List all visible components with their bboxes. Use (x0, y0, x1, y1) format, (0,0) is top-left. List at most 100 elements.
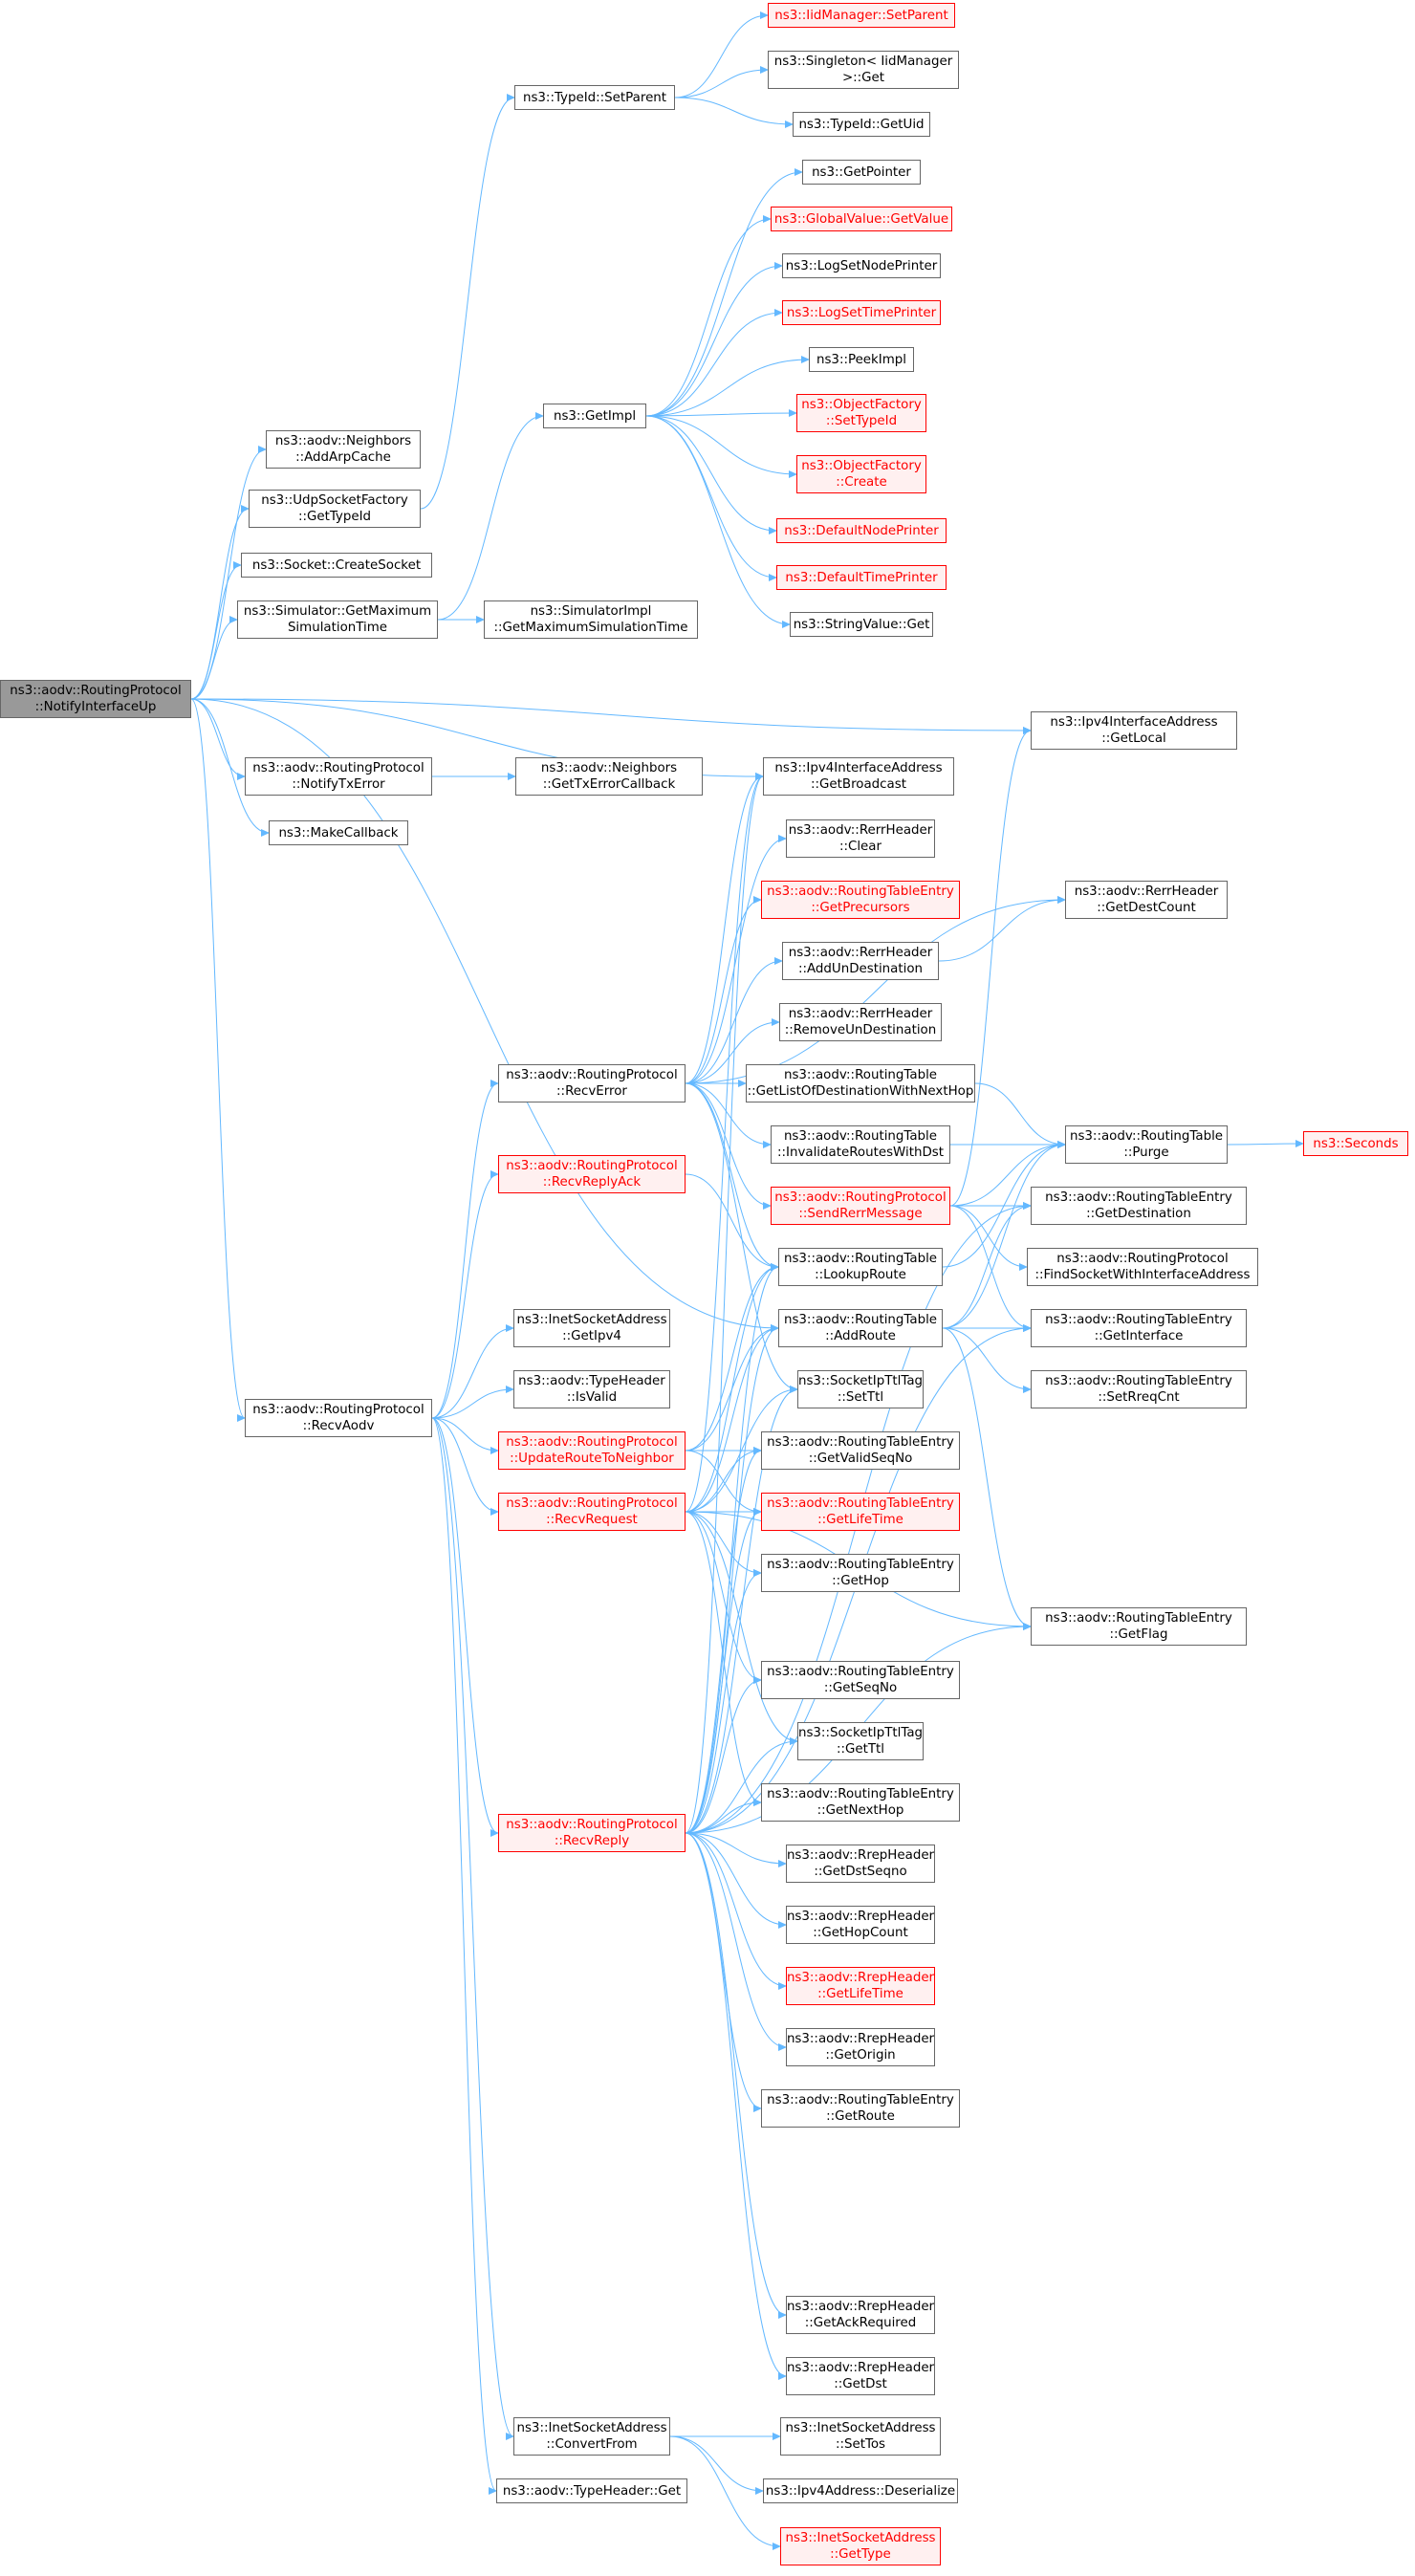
node-getlocal[interactable]: ns3::Ipv4InterfaceAddress ::GetLocal (1031, 711, 1237, 750)
node-getdest[interactable]: ns3::aodv::RoutingTableEntry ::GetDestin… (1031, 1187, 1247, 1225)
node-getuid[interactable]: ns3::TypeId::GetUid (793, 112, 930, 137)
node-createsock[interactable]: ns3::Socket::CreateSocket (241, 553, 432, 578)
node-rreplife[interactable]: ns3::aodv::RrepHeader ::GetLifeTime (786, 1967, 935, 2005)
node-lognode[interactable]: ns3::LogSetNodePrinter (782, 253, 941, 278)
node-recvreq[interactable]: ns3::aodv::RoutingProtocol ::RecvRequest (498, 1493, 686, 1531)
node-udpfact[interactable]: ns3::UdpSocketFactory ::GetTypeId (249, 490, 421, 528)
node-ofcreate[interactable]: ns3::ObjectFactory ::Create (796, 455, 926, 493)
node-setttl[interactable]: ns3::SocketIpTtlTag ::SetTtl (797, 1370, 924, 1408)
edge-addroute-to-getflag (942, 1327, 1032, 1630)
edge-getimpl-to-ofcreate (645, 415, 797, 478)
node-thget[interactable]: ns3::aodv::TypeHeader::Get (496, 2478, 687, 2503)
node-getpointer[interactable]: ns3::GetPointer (802, 160, 921, 185)
node-label: ns3::ObjectFactory ::Create (801, 459, 922, 490)
node-label: ns3::aodv::RrepHeader ::GetDst (786, 2361, 935, 2391)
edge-recvack-to-lookup (685, 1173, 779, 1271)
node-label: ns3::StringValue::Get (793, 617, 930, 632)
node-deftime[interactable]: ns3::DefaultTimePrinter (776, 565, 947, 590)
edge-recverror-to-sendrerr (685, 1082, 772, 1210)
node-recverror[interactable]: ns3::aodv::RoutingProtocol ::RecvError (498, 1064, 686, 1102)
node-getroute[interactable]: ns3::aodv::RoutingTableEntry ::GetRoute (761, 2089, 960, 2128)
edge-getimpl-to-logtime (645, 309, 783, 417)
edge-recvaodv-to-recvack (431, 1170, 499, 1419)
node-recvaodv[interactable]: ns3::aodv::RoutingProtocol ::RecvAodv (245, 1399, 432, 1437)
node-getseqno[interactable]: ns3::aodv::RoutingTableEntry ::GetSeqNo (761, 1661, 960, 1699)
node-gettxerr[interactable]: ns3::aodv::Neighbors ::GetTxErrorCallbac… (515, 757, 703, 796)
node-convfrom[interactable]: ns3::InetSocketAddress ::ConvertFrom (513, 2417, 670, 2456)
node-makecb[interactable]: ns3::MakeCallback (269, 820, 408, 845)
node-addundest[interactable]: ns3::aodv::RerrHeader ::AddUnDestination (782, 942, 939, 980)
node-strget[interactable]: ns3::StringValue::Get (790, 612, 933, 637)
edge-recvreply-to-getseqno (685, 1676, 762, 1834)
node-label: ns3::Ipv4InterfaceAddress ::GetLocal (1050, 715, 1218, 746)
node-getdestcount[interactable]: ns3::aodv::RerrHeader ::GetDestCount (1065, 881, 1228, 919)
edge-addundest-to-getdestcount (938, 896, 1066, 962)
edge-root-to-notifytx (190, 698, 246, 780)
node-label: ns3::aodv::RrepHeader ::GetAckRequired (786, 2300, 935, 2330)
node-getvalidseq[interactable]: ns3::aodv::RoutingTableEntry ::GetValidS… (761, 1431, 960, 1470)
node-label: ns3::TypeId::GetUid (798, 117, 925, 132)
node-settos[interactable]: ns3::InetSocketAddress ::SetTos (780, 2417, 941, 2456)
node-rerrclear[interactable]: ns3::aodv::RerrHeader ::Clear (786, 819, 935, 858)
edge-root-to-simmax (190, 616, 238, 700)
node-notifytx[interactable]: ns3::aodv::RoutingProtocol ::NotifyTxErr… (245, 757, 432, 796)
node-rrepdst[interactable]: ns3::aodv::RrepHeader ::GetDst (786, 2357, 935, 2395)
node-simmax[interactable]: ns3::Simulator::GetMaximum SimulationTim… (237, 600, 438, 639)
node-addarp[interactable]: ns3::aodv::Neighbors ::AddArpCache (266, 430, 421, 469)
node-ackreq[interactable]: ns3::aodv::RrepHeader ::GetAckRequired (786, 2296, 935, 2334)
node-getlifetime[interactable]: ns3::aodv::RoutingTableEntry ::GetLifeTi… (761, 1493, 960, 1531)
node-recvreply[interactable]: ns3::aodv::RoutingProtocol ::RecvReply (498, 1814, 686, 1852)
edge-recvreq-to-getttl (685, 1511, 798, 1745)
node-getbroadcast[interactable]: ns3::Ipv4InterfaceAddress ::GetBroadcast (763, 757, 954, 796)
edge-root-to-addroute (190, 698, 779, 1332)
node-updroute[interactable]: ns3::aodv::RoutingProtocol ::UpdateRoute… (498, 1431, 686, 1470)
node-label: ns3::Ipv4Address::Deserialize (765, 2483, 956, 2499)
edge-recvreq-to-getnexthop (685, 1511, 762, 1806)
edge-recvreq-to-lookup (685, 1263, 779, 1513)
node-invalidate[interactable]: ns3::aodv::RoutingTable ::InvalidateRout… (771, 1125, 950, 1164)
node-rreporigin[interactable]: ns3::aodv::RrepHeader ::GetOrigin (786, 2028, 935, 2066)
node-lookup[interactable]: ns3::aodv::RoutingTable ::LookupRoute (778, 1248, 943, 1286)
node-label: ns3::aodv::RoutingTableEntry ::GetHop (767, 1558, 954, 1588)
node-peekimpl[interactable]: ns3::PeekImpl (809, 347, 914, 372)
node-addroute[interactable]: ns3::aodv::RoutingTable ::AddRoute (778, 1309, 943, 1347)
node-inettype[interactable]: ns3::InetSocketAddress ::GetType (780, 2527, 941, 2565)
node-getimpl[interactable]: ns3::GetImpl (543, 404, 646, 428)
node-getttl[interactable]: ns3::SocketIpTtlTag ::GetTtl (797, 1722, 924, 1760)
node-rrepdstseq[interactable]: ns3::aodv::RrepHeader ::GetDstSeqno (786, 1845, 935, 1883)
edge-addroute-to-getdest (942, 1202, 1032, 1329)
node-globalvalue[interactable]: ns3::GlobalValue::GetValue (771, 207, 952, 231)
edge-sendrerr-to-getiface (949, 1205, 1032, 1332)
node-label: ns3::aodv::RoutingProtocol ::RecvAodv (252, 1403, 424, 1433)
node-getipv4[interactable]: ns3::InetSocketAddress ::GetIpv4 (513, 1309, 670, 1347)
node-getlistdest[interactable]: ns3::aodv::RoutingTable ::GetListOfDesti… (746, 1064, 975, 1102)
node-ipv4deser[interactable]: ns3::Ipv4Address::Deserialize (763, 2478, 958, 2503)
node-sendrerr[interactable]: ns3::aodv::RoutingProtocol ::SendRerrMes… (771, 1187, 950, 1225)
node-defnode[interactable]: ns3::DefaultNodePrinter (776, 518, 947, 543)
node-getflag[interactable]: ns3::aodv::RoutingTableEntry ::GetFlag (1031, 1607, 1247, 1646)
node-setrreq[interactable]: ns3::aodv::RoutingTableEntry ::SetRreqCn… (1031, 1370, 1247, 1408)
node-getiface[interactable]: ns3::aodv::RoutingTableEntry ::GetInterf… (1031, 1309, 1247, 1347)
node-gethop[interactable]: ns3::aodv::RoutingTableEntry ::GetHop (761, 1554, 960, 1592)
node-recvack[interactable]: ns3::aodv::RoutingProtocol ::RecvReplyAc… (498, 1155, 686, 1193)
node-typeidsetparent[interactable]: ns3::TypeId::SetParent (514, 85, 675, 110)
node-rmundest[interactable]: ns3::aodv::RerrHeader ::RemoveUnDestinat… (779, 1003, 942, 1041)
edge-typeidsetparent-to-iidsetparent (674, 11, 769, 98)
node-getnexthop[interactable]: ns3::aodv::RoutingTableEntry ::GetNextHo… (761, 1783, 960, 1822)
node-label: ns3::DefaultTimePrinter (785, 570, 938, 585)
node-label: ns3::SimulatorImpl ::GetMaximumSimulatio… (493, 604, 688, 635)
node-rrephop[interactable]: ns3::aodv::RrepHeader ::GetHopCount (786, 1906, 935, 1944)
node-getprec[interactable]: ns3::aodv::RoutingTableEntry ::GetPrecur… (761, 881, 960, 919)
node-logtime[interactable]: ns3::LogSetTimePrinter (782, 300, 941, 325)
node-singleton[interactable]: ns3::Singleton< IidManager >::Get (768, 51, 959, 89)
node-purge[interactable]: ns3::aodv::RoutingTable ::Purge (1065, 1125, 1228, 1164)
edge-recvreply-to-rrepdst (685, 1832, 787, 2380)
node-simimplmax[interactable]: ns3::SimulatorImpl ::GetMaximumSimulatio… (484, 600, 698, 639)
node-label: ns3::aodv::TypeHeader::Get (502, 2483, 682, 2499)
node-ofsettype[interactable]: ns3::ObjectFactory ::SetTypeId (796, 394, 926, 432)
node-label: ns3::aodv::RoutingTableEntry ::GetValidS… (767, 1435, 954, 1466)
node-findsock[interactable]: ns3::aodv::RoutingProtocol ::FindSocketW… (1027, 1248, 1258, 1286)
node-isvalid[interactable]: ns3::aodv::TypeHeader ::IsValid (513, 1370, 670, 1408)
node-seconds[interactable]: ns3::Seconds (1303, 1131, 1408, 1156)
node-iidsetparent[interactable]: ns3::IidManager::SetParent (768, 3, 955, 28)
